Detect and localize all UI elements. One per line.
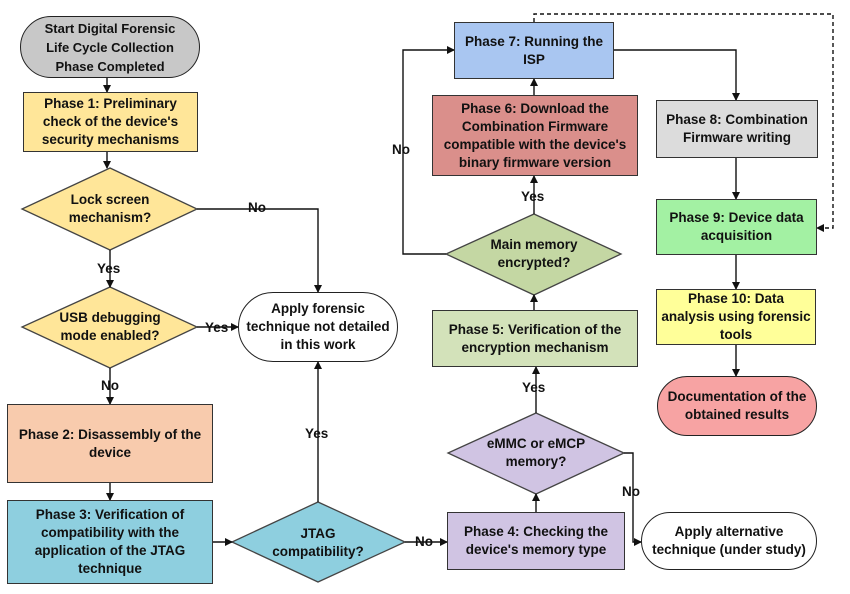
arrow-phase7-phase9-dashed <box>533 13 834 232</box>
emmc-text: eMMC or eMCP memory? <box>486 436 586 469</box>
jtag-no-label: No <box>415 534 433 549</box>
emmc-yes-label: Yes <box>522 380 546 395</box>
emmc-no-label: No <box>622 484 640 499</box>
usb-yes-label: Yes <box>205 320 229 335</box>
arrow-emmc-no <box>624 452 642 546</box>
jtag-yes-label: Yes <box>305 426 329 441</box>
apply-alternative-node: Apply alternative technique (under study… <box>641 512 817 570</box>
phase8-box: Phase 8: Combination Firmware writing <box>656 100 818 158</box>
memory-no-label: No <box>392 142 410 157</box>
phase6-box: Phase 6: Download the Combination Firmwa… <box>432 95 638 176</box>
arrow-memory-no <box>402 46 455 255</box>
lock-screen-text: Lock screen mechanism? <box>68 192 152 225</box>
jtag-diamond <box>230 501 407 583</box>
memory-yes-label: Yes <box>521 189 545 204</box>
apply-forensic-node: Apply forensic technique not detailed in… <box>238 292 398 362</box>
start-node: Start Digital Forensic Life Cycle Collec… <box>20 16 200 78</box>
phase3-box: Phase 3: Verification of compatibility w… <box>7 500 213 584</box>
phase10-box: Phase 10: Data analysis using forensic t… <box>656 289 816 345</box>
phase9-box: Phase 9: Device data acquisition <box>656 199 817 255</box>
arrow-phase7-phase8 <box>614 49 740 101</box>
lock-no-label: No <box>248 200 266 215</box>
usb-debugging-text: USB debugging mode enabled? <box>59 310 161 343</box>
phase7-box: Phase 7: Running the ISP <box>454 22 614 79</box>
usb-no-label: No <box>101 378 119 393</box>
documentation-node: Documentation of the obtained results <box>657 376 817 436</box>
phase1-box: Phase 1: Preliminary check of the device… <box>23 92 198 152</box>
jtag-text: JTAG compatibility? <box>272 526 364 559</box>
phase2-box: Phase 2: Disassembly of the device <box>7 404 213 483</box>
phase4-box: Phase 4: Checking the device's memory ty… <box>447 512 625 570</box>
arrow-lock-no <box>197 208 322 293</box>
lock-yes-label: Yes <box>97 261 121 276</box>
phase5-box: Phase 5: Verification of the encryption … <box>432 310 638 367</box>
main-memory-text: Main memory encrypted? <box>490 237 578 270</box>
